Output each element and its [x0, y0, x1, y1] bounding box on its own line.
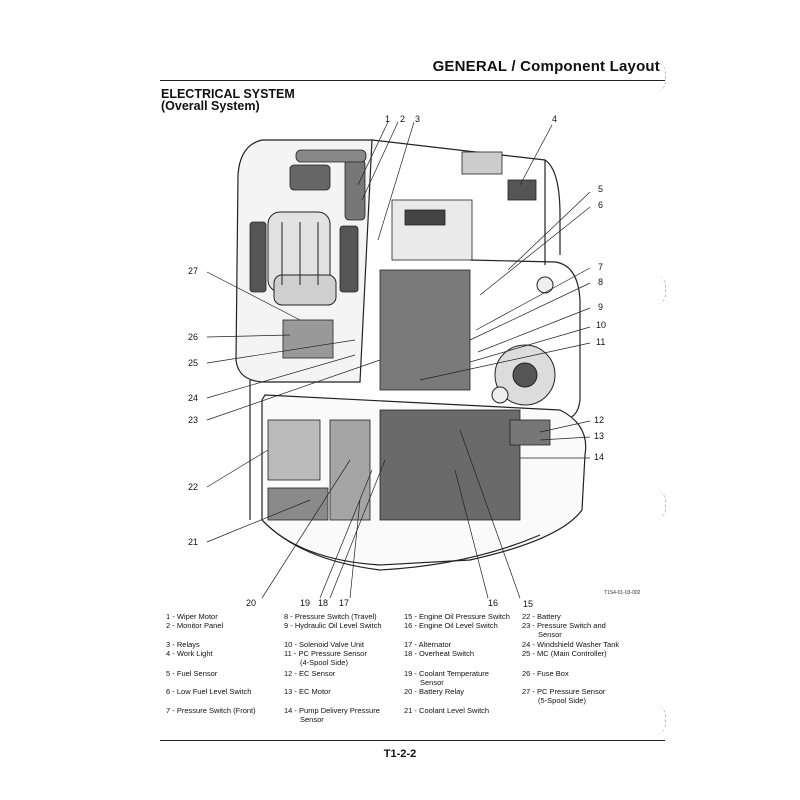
- legend-item: 25 - MC (Main Controller): [522, 649, 607, 658]
- callout-27: 27: [188, 266, 198, 276]
- section-subtitle: (Overall System): [161, 99, 260, 113]
- legend-item: 9 - Hydraulic Oil Level Switch: [284, 621, 382, 630]
- cab-controls: [249, 149, 367, 359]
- punch-hole-mark: [655, 62, 666, 92]
- legend-item: 26 - Fuse Box: [522, 669, 569, 678]
- punch-hole-mark: [655, 490, 666, 520]
- component-legend: 1 - Wiper Motor 2 - Monitor Panel 3 - Re…: [160, 612, 660, 742]
- callout-20: 20: [246, 598, 256, 608]
- legend-item: 22 - Battery: [522, 612, 561, 621]
- callout-7: 7: [598, 262, 603, 272]
- punch-hole-mark: [655, 705, 666, 735]
- legend-item: 10 - Solenoid Valve Unit: [284, 640, 364, 649]
- legend-item: 3 - Relays: [166, 640, 200, 649]
- callout-10: 10: [596, 320, 606, 330]
- legend-item: 16 - Engine Oil Level Switch: [404, 621, 498, 630]
- callout-12: 12: [594, 415, 604, 425]
- callout-2: 2: [400, 114, 405, 124]
- callout-labels: 1 2 3 4 5 6 7 8 9 10 11 12 13 14 15 16 1…: [188, 114, 606, 609]
- callout-16: 16: [488, 598, 498, 608]
- legend-item: 7 - Pressure Switch (Front): [166, 706, 256, 715]
- callout-4: 4: [552, 114, 557, 124]
- callout-18: 18: [318, 598, 328, 608]
- callout-13: 13: [594, 431, 604, 441]
- legend-item: 2 - Monitor Panel: [166, 621, 224, 630]
- callout-9: 9: [598, 302, 603, 312]
- callout-5: 5: [598, 184, 603, 194]
- legend-item: 5 - Fuel Sensor: [166, 669, 218, 678]
- legend-item: 13 - EC Motor: [284, 687, 331, 696]
- callout-22: 22: [188, 482, 198, 492]
- legend-item: 27 - PC Pressure Sensor(5-Spool Side): [522, 687, 606, 705]
- callout-19: 19: [300, 598, 310, 608]
- legend-item: 8 - Pressure Switch (Travel): [284, 612, 377, 621]
- page-number: T1-2-2: [383, 748, 417, 760]
- legend-item: 20 - Battery Relay: [404, 687, 465, 696]
- callout-24: 24: [188, 393, 198, 403]
- callout-11: 11: [596, 337, 605, 347]
- callout-23: 23: [188, 415, 198, 425]
- operator-seat: [267, 211, 337, 306]
- page-header-title: GENERAL / Component Layout: [432, 58, 660, 75]
- legend-item: 21 - Coolant Level Switch: [404, 706, 490, 715]
- callout-15: 15: [523, 599, 533, 609]
- callout-14: 14: [594, 452, 604, 462]
- callout-3: 3: [415, 114, 420, 124]
- engine-bay: [267, 151, 551, 521]
- callout-26: 26: [188, 332, 198, 342]
- callout-6: 6: [598, 200, 603, 210]
- legend-item: 11 - PC Pressure Sensor(4-Spool Side): [284, 649, 367, 667]
- header-rule: [160, 80, 665, 81]
- callout-leader-lines: [206, 121, 591, 599]
- section-title: ELECTRICAL SYSTEM: [161, 87, 295, 101]
- legend-item: 12 - EC Sensor: [284, 669, 336, 678]
- legend-item: 15 - Engine Oil Pressure Switch: [404, 612, 510, 621]
- legend-item: 17 - Alternator: [404, 640, 452, 649]
- callout-21: 21: [188, 537, 198, 547]
- hydraulic-tank: [491, 276, 556, 406]
- callout-17: 17: [339, 598, 349, 608]
- legend-item: 1 - Wiper Motor: [166, 612, 218, 621]
- footer-rule: [160, 740, 665, 741]
- legend-item: 24 - Windshield Washer Tank: [522, 640, 620, 649]
- callout-8: 8: [598, 277, 603, 287]
- legend-item: 4 - Work Light: [166, 649, 213, 658]
- callout-1: 1: [385, 114, 390, 124]
- figure-id: T1S4-01-03-002: [604, 590, 641, 596]
- callout-25: 25: [188, 358, 198, 368]
- legend-item: 18 - Overheat Switch: [404, 649, 475, 658]
- punch-hole-mark: [655, 275, 666, 305]
- legend-item: 6 - Low Fuel Level Switch: [166, 687, 252, 696]
